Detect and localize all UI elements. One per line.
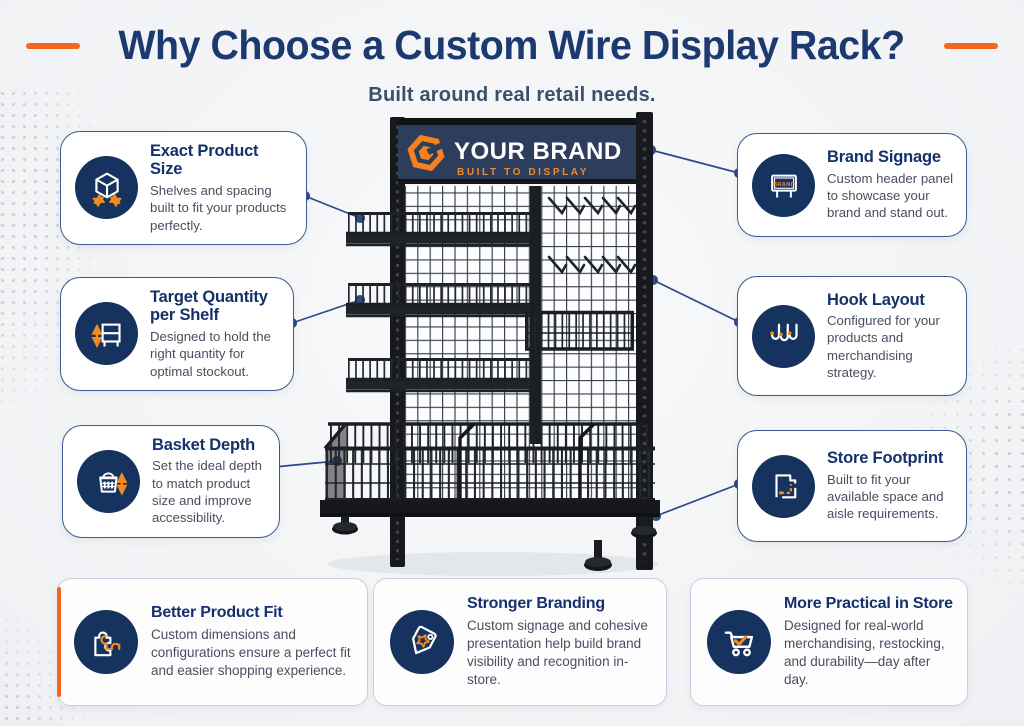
callout-body: Designed to hold the right quantity for … [150,328,271,379]
benefit-stronger-branding: Stronger Branding Custom signage and coh… [373,578,667,706]
callout-hook-layout: Hook Layout Configured for your products… [737,276,967,396]
callout-title: Exact Product Size [150,142,259,179]
benefit-better-product-fit: Better Product Fit Custom dimensions and… [56,578,368,706]
puzzle-icon [74,610,138,674]
cart-icon [707,610,771,674]
brand-tagline-text: BUILT TO DISPLAY [457,167,589,178]
callout-store-footprint: Store Footprint Built to fit your availa… [737,430,967,542]
rack-wire-shelves [346,212,530,393]
wire-display-rack: YOUR BRAND BUILT TO DISPLAY [318,112,662,582]
callout-title: Store Footprint [827,449,944,468]
benefit-title: Stronger Branding [467,595,605,613]
benefit-more-practical: More Practical in Store Designed for rea… [690,578,968,706]
benefit-title: Better Product Fit [151,604,283,622]
callout-body: Configured for your products and merchan… [827,313,940,381]
callout-target-quantity: Target Quantity per Shelf Designed to ho… [60,277,294,391]
callout-title: Basket Depth [152,436,256,454]
orange-accent-bar [56,587,61,697]
page-subtitle: Built around real retail needs. [368,84,656,106]
basket-depth-icon [77,449,140,513]
callout-exact-product-size: Exact Product Size Shelves and spacing b… [60,131,307,245]
tag-icon [390,610,454,674]
brand-icon-label: BRAND [772,182,794,188]
benefit-body: Designed for real-world merchandising, r… [784,618,945,687]
floorplan-icon [752,454,815,518]
callout-body: Built to fit your available space and ai… [827,471,944,522]
cube-measure-icon [75,156,138,220]
callout-basket-depth: Basket Depth Set the ideal depth to matc… [62,425,280,538]
header: Why Choose a Custom Wire Display Rack? [0,22,1024,69]
page-title: Why Choose a Custom Wire Display Rack? [118,22,906,68]
benefit-body: Custom dimensions and configurations ens… [151,627,351,678]
callout-title: Hook Layout [827,290,925,309]
benefit-body: Custom signage and cohesive presentation… [467,618,648,687]
callout-brand-signage: BRAND Brand Signage Custom header panel … [737,133,967,237]
benefit-title: More Practical in Store [784,595,953,613]
rack-base [320,500,660,571]
callout-body: Set the ideal depth to match product siz… [152,458,262,526]
title-dash-left [26,42,81,49]
callout-body: Shelves and spacing built to fit your pr… [150,182,287,233]
callout-body: Custom header panel to showcase your bra… [827,170,954,221]
rack-small-basket [525,310,634,351]
rack-hooks [547,196,637,275]
brand-sign-icon: BRAND [752,153,815,217]
callout-title: Target Quantity per Shelf [150,288,268,325]
brand-logo-hexagon [407,134,445,172]
shelf-quantity-icon [75,302,138,366]
brand-name-text: YOUR BRAND [454,138,622,165]
hooks-icon [752,304,815,368]
rack-brand-sign: YOUR BRAND BUILT TO DISPLAY [398,125,641,184]
rack-shadow [328,552,658,576]
callout-title: Brand Signage [827,148,941,167]
title-dash-right [943,42,998,49]
